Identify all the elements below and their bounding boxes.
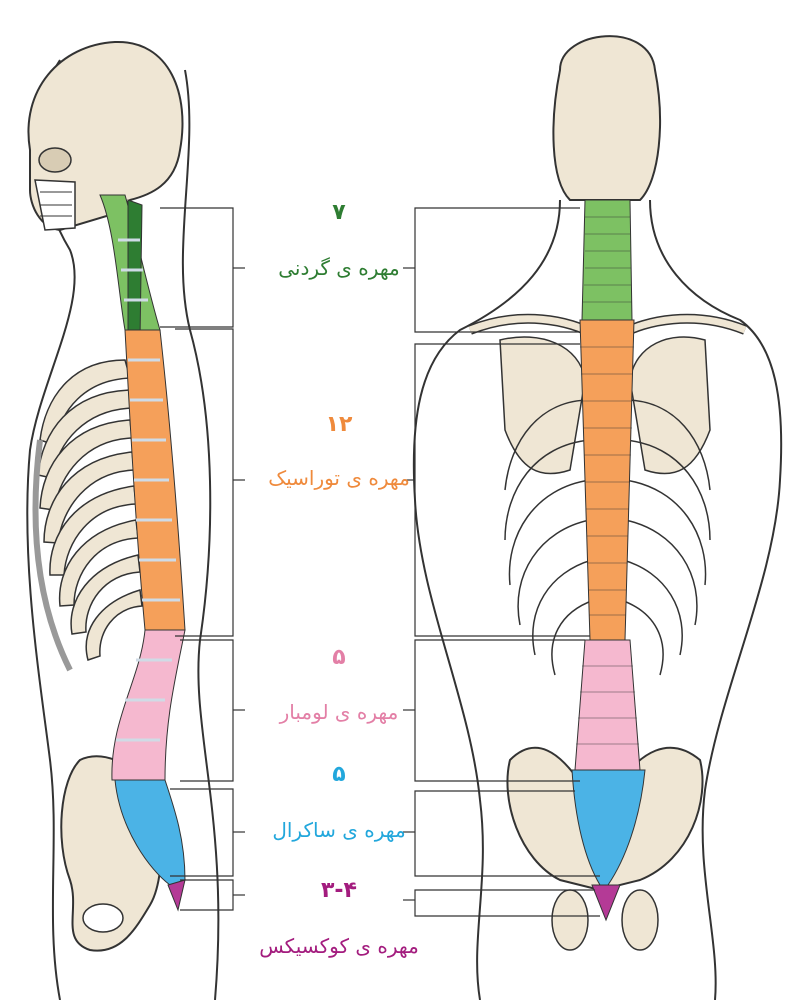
coccyx-count: ۳-۴ [321, 878, 357, 903]
lumbar-label: مهره ی لومبار [279, 700, 399, 724]
cervical-count: ۷ [332, 200, 346, 225]
lumbar-count: ۵ [332, 645, 346, 670]
coccyx-label: مهره ی کوکسیکس [259, 934, 419, 958]
right-brackets [403, 207, 600, 917]
sacral-label: مهره ی ساکرال [272, 818, 406, 842]
left-brackets [160, 207, 245, 911]
side-view-skeleton-icon [26, 40, 220, 1000]
sacral-count: ۵ [332, 762, 346, 787]
back-view-skeleton-icon [412, 35, 783, 1000]
cervical-label: مهره ی گردنی [278, 256, 400, 280]
thoracic-count: ۱۲ [325, 412, 353, 437]
thoracic-label: مهره ی توراسیک [268, 466, 410, 490]
